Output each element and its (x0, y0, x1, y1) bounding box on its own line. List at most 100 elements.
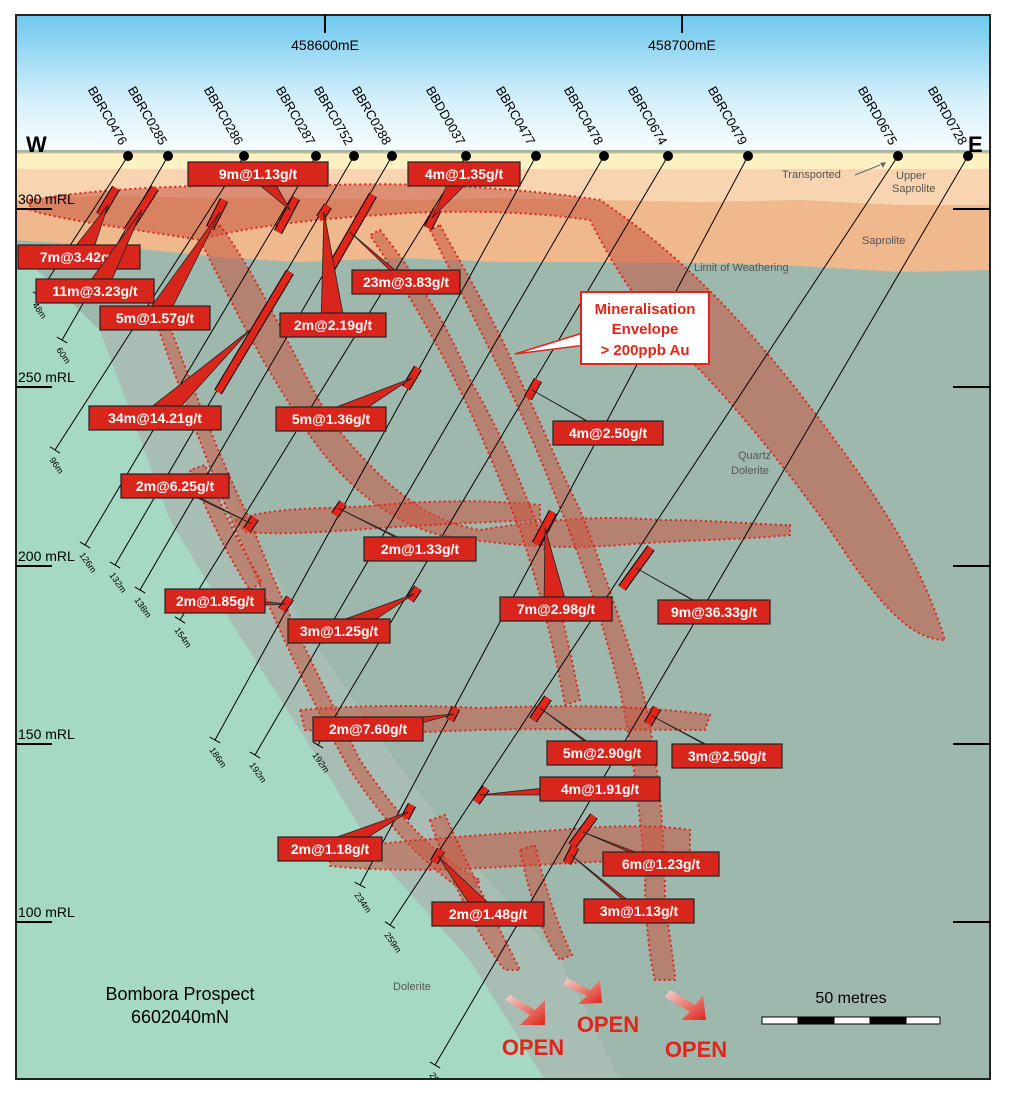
quartz-dolerite-label: Quartz (738, 450, 771, 462)
east-label: E (968, 132, 983, 157)
rl-scale: 300 mRL 250 mRL 200 mRL 150 mRL 100 mRL (16, 191, 990, 923)
intercept-label: 7m@2.98g/t (517, 601, 596, 617)
limit-of-weathering-label: Limit of Weathering (694, 262, 789, 274)
intercept-bar (524, 378, 542, 400)
end-of-hole-tick (174, 616, 186, 624)
collar-marker (123, 151, 133, 161)
envelope-line-1: Mineralisation (595, 301, 696, 318)
intercept-label: 7m@3.42g/t (40, 249, 119, 265)
open-arrow-2 (563, 978, 602, 1004)
collar-marker (461, 151, 471, 161)
frame (15, 14, 991, 1080)
intercept-box (657, 599, 771, 625)
envelope-line-2: Envelope (612, 321, 679, 338)
dolerite-label: Dolerite (393, 981, 431, 993)
intercept-label: 5m@1.57g/t (116, 310, 195, 326)
scale-seg-5 (905, 1016, 941, 1025)
sky (16, 15, 990, 160)
collar-marker (349, 151, 359, 161)
intercept-bar (326, 193, 377, 272)
end-of-hole-tick (56, 336, 68, 344)
upper-saprolite-label-2: Saprolite (892, 183, 935, 195)
intercept-box (99, 305, 211, 331)
transported-arrow (854, 164, 881, 176)
intercept-label: 4m@1.35g/t (425, 166, 504, 182)
intercept-label: 2m@1.18g/t (291, 841, 370, 857)
intercept-bar (96, 186, 120, 217)
end-of-hole-tick (384, 921, 396, 929)
drill-trace (254, 155, 605, 756)
drill-trace (359, 155, 749, 886)
intercept-box (351, 269, 461, 295)
west-label: W (26, 132, 47, 157)
collar-marker (663, 151, 673, 161)
intercept-label: 4m@1.91g/t (561, 781, 640, 797)
intercept-bar (244, 516, 258, 532)
open-arrow-3 (665, 990, 706, 1020)
intercept-box (499, 596, 613, 622)
intercept-label: 9m@36.33g/t (671, 604, 757, 620)
intercept-box (671, 743, 783, 769)
end-of-hole-tick (79, 541, 91, 549)
intercept-label: 2m@6.25g/t (136, 478, 215, 494)
intercept-label: 3m@1.25g/t (300, 623, 379, 639)
intercept-label: 34m@14.21g/t (108, 410, 202, 426)
scale-seg-2 (797, 1016, 835, 1025)
intercept-bar (332, 501, 346, 517)
dolerite-zone (16, 250, 545, 1079)
rl-label-100: 100 mRL (18, 904, 75, 920)
end-of-hole-tick (354, 881, 366, 889)
intercept-box (88, 405, 222, 431)
end-of-hole-tick (134, 586, 146, 594)
collar-marker (239, 151, 249, 161)
intercept-box (431, 901, 545, 927)
intercept-label: 2m@1.48g/t (449, 906, 528, 922)
intercept-label: 5m@1.36g/t (292, 411, 371, 427)
intercept-bar (401, 803, 416, 820)
envelope-callout-box (580, 291, 710, 365)
saprolite-label: Saprolite (862, 235, 905, 247)
quartz-dolerite-label-2: Dolerite (731, 465, 769, 477)
collar-marker (531, 151, 541, 161)
section-northing: 6602040mN (131, 1007, 229, 1027)
scale-bar-label: 50 metres (815, 990, 886, 1007)
collar-marker (963, 151, 973, 161)
rl-label-200: 200 mRL (18, 548, 75, 564)
intercept-label: 2m@2.19g/t (294, 317, 373, 333)
open-label-3: OPEN (665, 1037, 727, 1062)
intercept-box (546, 740, 658, 766)
intercept-label: 6m@1.23g/t (622, 856, 701, 872)
envelope-line-3: > 200ppb Au (600, 342, 689, 359)
intercept-box (277, 836, 383, 862)
drill-trace (214, 155, 537, 741)
intercept-label: 2m@7.60g/t (329, 721, 408, 737)
scale-seg-3 (833, 1016, 871, 1025)
intercept-bar (214, 270, 294, 394)
intercept-box (279, 312, 387, 338)
end-of-hole-tick (312, 741, 324, 749)
intercept-label: 3m@1.13g/t (600, 903, 679, 919)
end-of-hole-tick (249, 751, 261, 759)
intercept-box (312, 716, 424, 742)
intercept-callouts: 7m@3.42g/t11m@3.23g/t5m@1.57g/t9m@1.13g/… (17, 161, 783, 927)
intercept-box (583, 898, 695, 924)
collar-marker (387, 151, 397, 161)
collar-marker (163, 151, 173, 161)
intercept-box (120, 473, 230, 499)
intercept-label: 9m@1.13g/t (219, 166, 298, 182)
envelope-callout: Mineralisation Envelope > 200ppb Au (514, 291, 710, 365)
open-arrows: OPEN OPEN OPEN (502, 978, 727, 1062)
intercept-box (552, 420, 664, 446)
drill-trace (179, 155, 467, 621)
rl-label-250: 250 mRL (18, 369, 75, 385)
intercept-label: 2m@1.33g/t (381, 541, 460, 557)
transported-arrow-head (880, 162, 886, 168)
intercept-bar (532, 510, 557, 546)
intercept-box (187, 161, 329, 187)
intercept-label: 4m@2.50g/t (569, 425, 648, 441)
collar-marker (893, 151, 903, 161)
section-title: Bombora Prospect (105, 984, 254, 1004)
transported-label: Transported (782, 169, 841, 181)
intercept-box (539, 776, 661, 802)
